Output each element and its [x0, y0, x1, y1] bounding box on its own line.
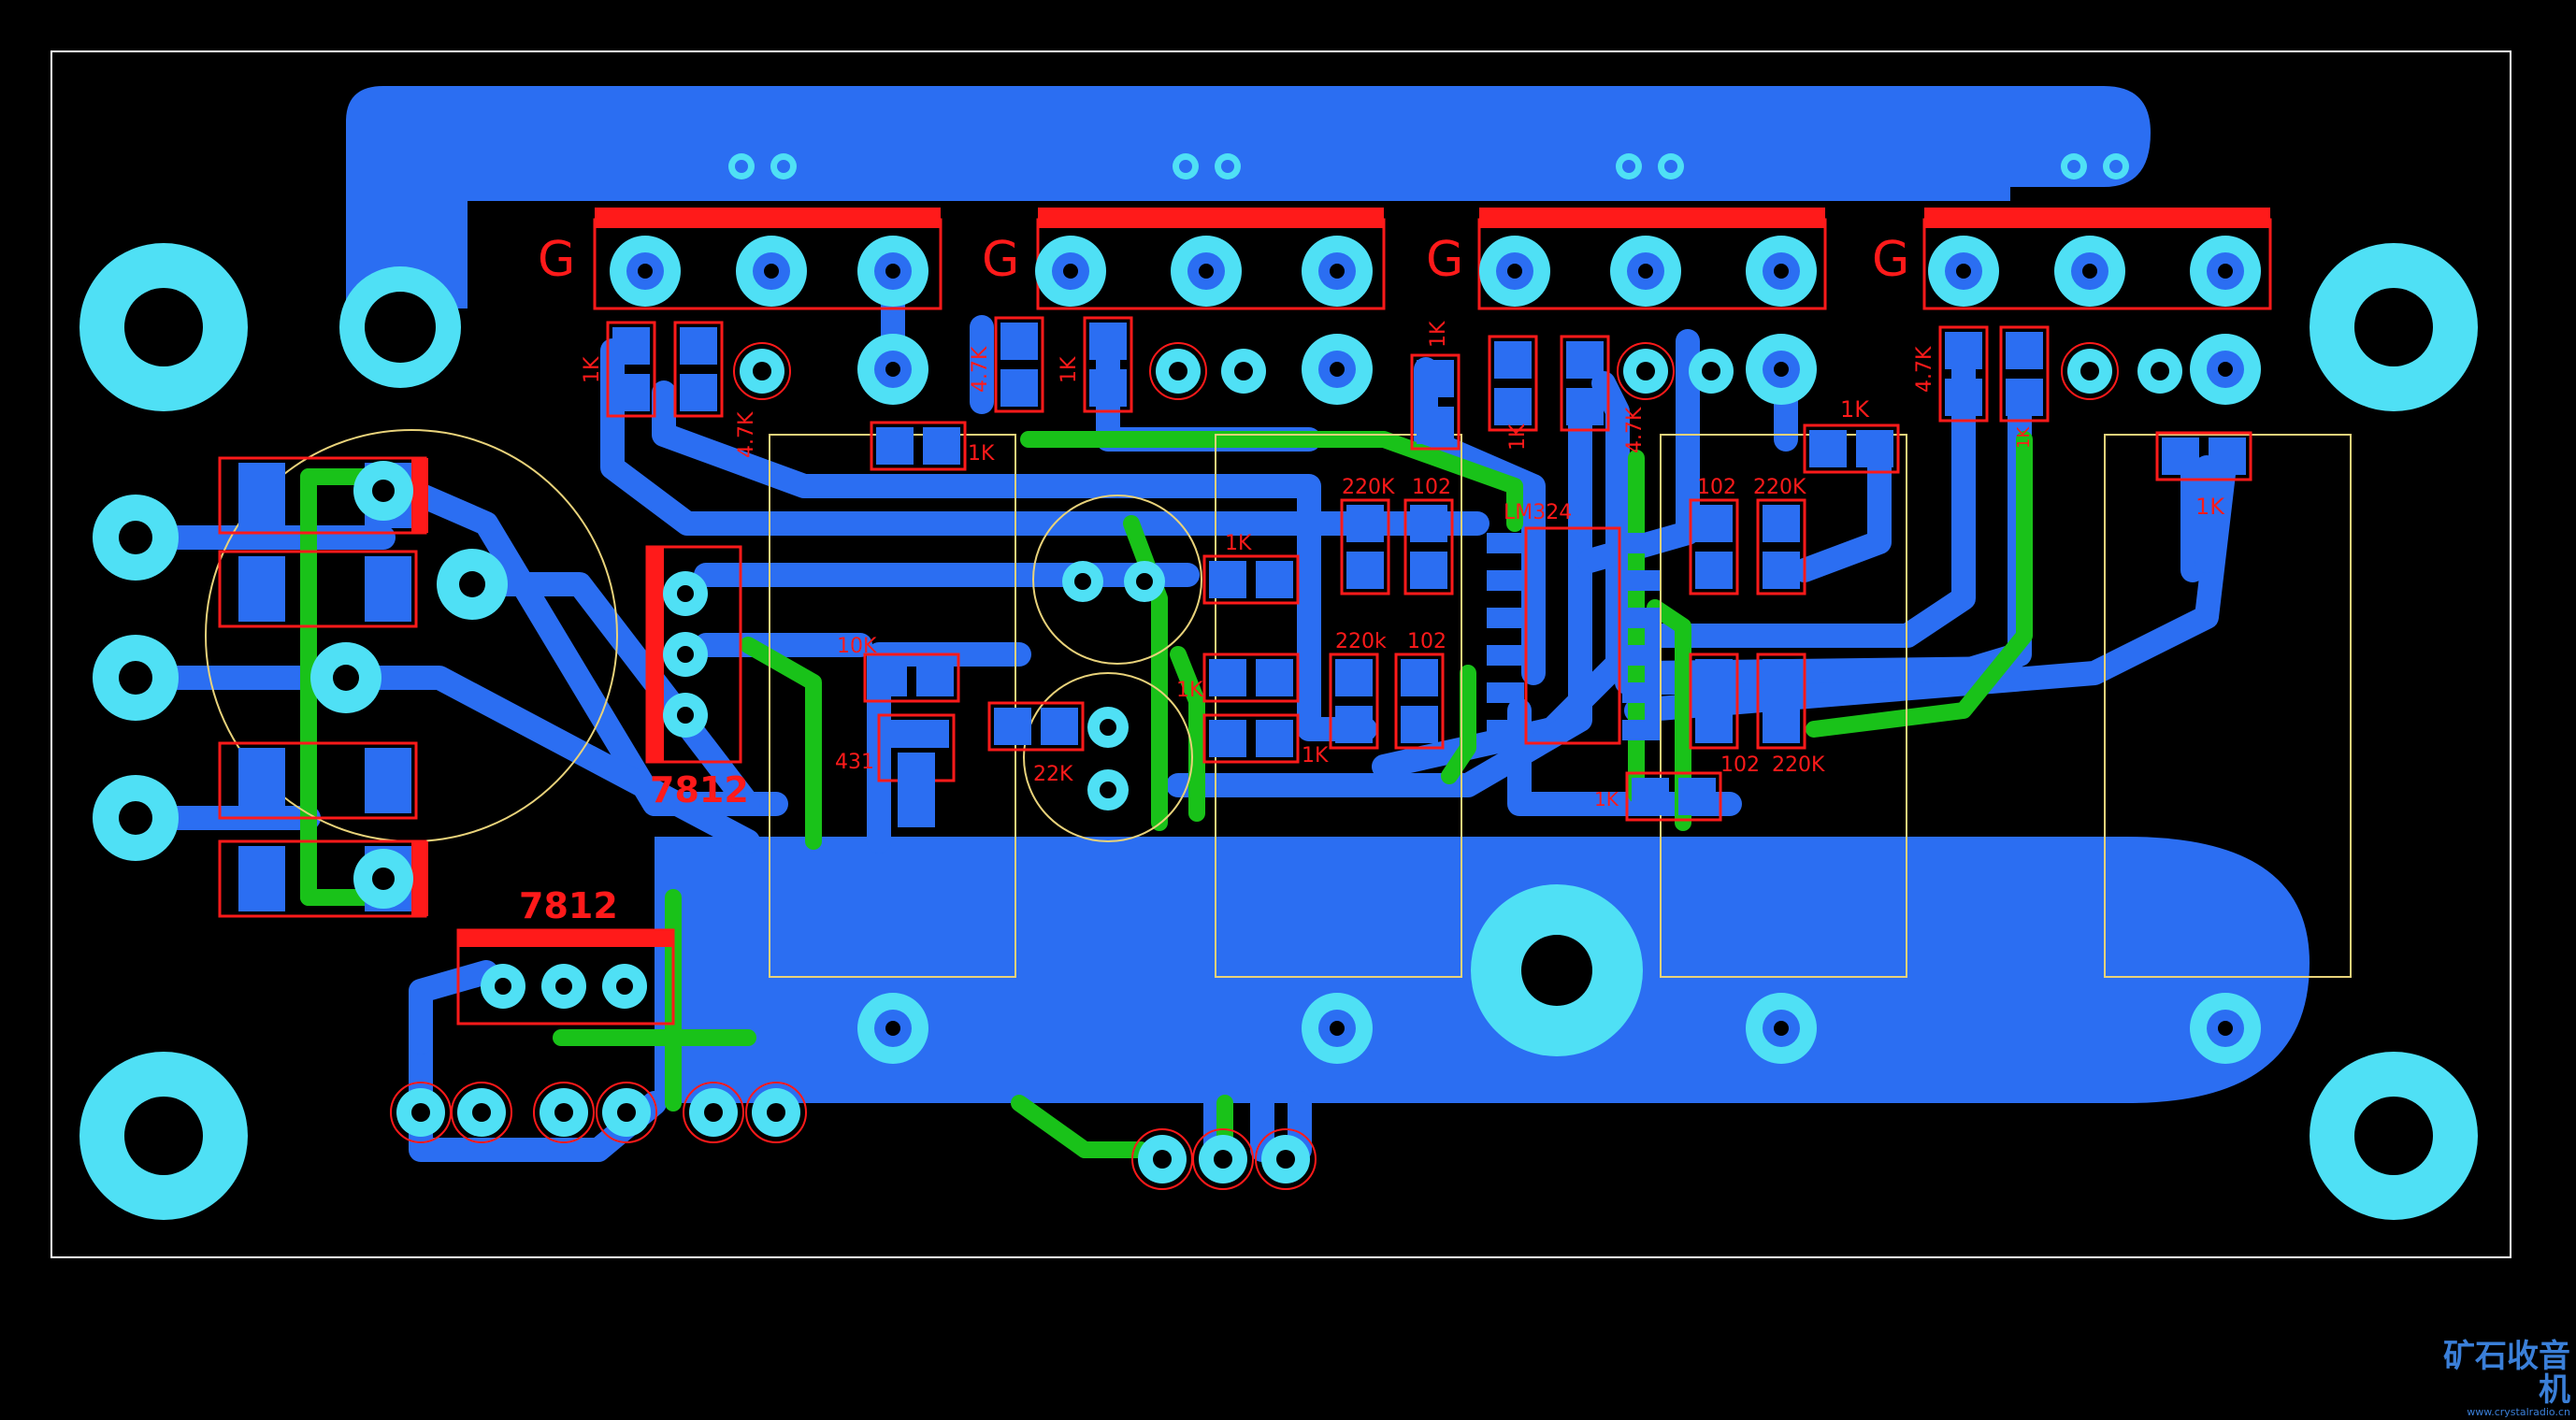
label-220k-a: 220K — [1342, 476, 1395, 499]
label-22k: 22K — [1033, 763, 1073, 786]
pad-rings — [390, 342, 2119, 1190]
label-1k-k: 1K — [1302, 744, 1329, 767]
label-lm324: LM324 — [1504, 501, 1572, 524]
mounting-holes — [79, 243, 2478, 1220]
label-47k-a: 4.7K — [735, 411, 758, 458]
label-47k-d: 4.7K — [1913, 346, 1936, 393]
gate-label-3: G — [1426, 232, 1463, 288]
watermark-title: 矿石收音机 — [2443, 1338, 2570, 1409]
board-outline — [50, 50, 2511, 1258]
label-1k-c: 1K — [1058, 356, 1081, 383]
watermark: 矿石收音机 www.crystalradio.cn — [2421, 1340, 2570, 1418]
label-1k-i: 1K — [1225, 532, 1252, 555]
smd-pads — [238, 323, 2246, 911]
label-47k-c: 4.7K — [1623, 407, 1647, 453]
label-1k-j: 1K — [1176, 679, 1203, 702]
watermark-url: www.crystalradio.cn — [2467, 1406, 2570, 1418]
label-1k-g: 1K — [2014, 426, 2034, 449]
pad-drills — [119, 264, 2233, 1169]
label-102-b: 102 — [1697, 476, 1736, 499]
label-220k-c: 220k — [1335, 630, 1387, 653]
label-102-c: 102 — [1407, 630, 1446, 653]
label-102-a: 102 — [1412, 476, 1451, 499]
label-220k-b: 220K — [1753, 476, 1806, 499]
label-220k-d: 220K — [1772, 753, 1825, 777]
label-7812-b: 7812 — [519, 885, 618, 926]
label-102-d: 102 — [1720, 753, 1760, 777]
label-1k-a: 1K — [581, 356, 604, 383]
label-1k-h: 1K — [2195, 494, 2225, 520]
label-1k-f: 1K — [1840, 396, 1870, 423]
label-1k-l: 1K — [1594, 788, 1619, 810]
silk-bars — [411, 208, 2270, 947]
gate-label-4: G — [1872, 232, 1909, 288]
label-47k-b: 4.7K — [969, 346, 992, 393]
label-1k-e: 1K — [1506, 423, 1530, 451]
label-431: 431 — [835, 751, 874, 774]
label-1k-b: 1K — [968, 442, 995, 466]
gate-label-2: G — [982, 232, 1019, 288]
label-10k: 10K — [837, 635, 877, 658]
label-7812-a: 7812 — [650, 769, 749, 810]
label-1k-d: 1K — [1427, 321, 1450, 348]
gate-label-1: G — [538, 232, 575, 288]
